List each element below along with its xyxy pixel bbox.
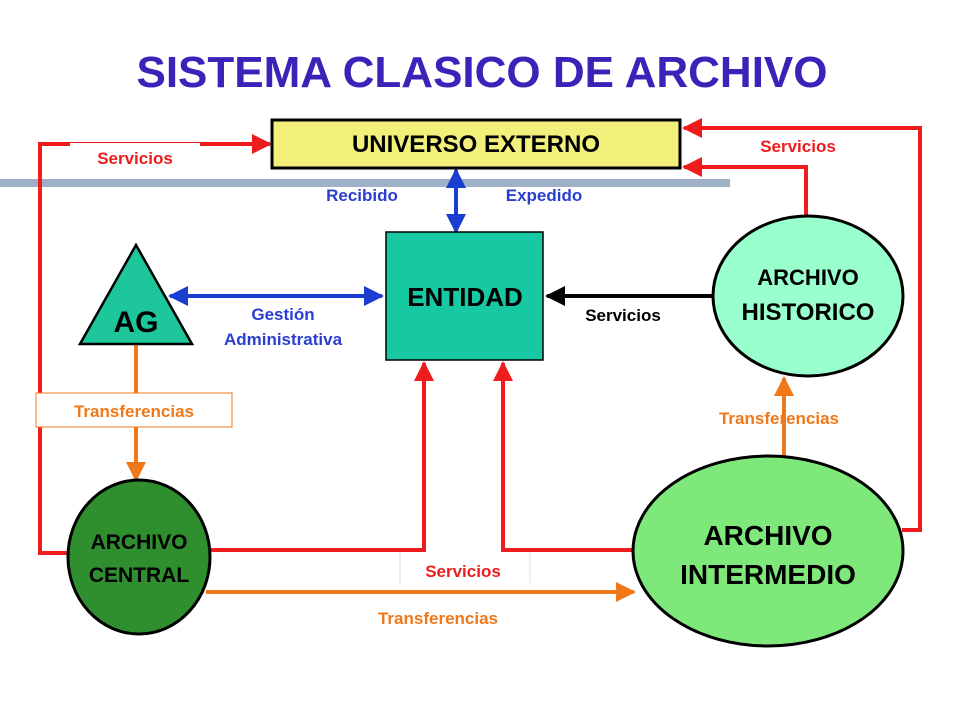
connector-historico-to-universo xyxy=(682,157,808,218)
label-servicios-left: Servicios xyxy=(97,149,173,168)
node-archivo-historico-label-1: ARCHIVO xyxy=(757,265,858,290)
node-ag-label: AG xyxy=(114,306,159,339)
node-universo-externo-label: UNIVERSO EXTERNO xyxy=(352,131,600,158)
label-bg-servicios-left xyxy=(70,143,200,171)
node-archivo-intermedio-label-1: ARCHIVO xyxy=(703,520,832,551)
node-entidad xyxy=(385,231,544,361)
label-gestion-2: Administrativa xyxy=(224,330,343,349)
label-expedido: Expedido xyxy=(506,186,583,205)
node-archivo-intermedio-label-2: INTERMEDIO xyxy=(680,559,856,590)
node-entidad-label: ENTIDAD xyxy=(407,282,523,312)
connector-intermedio-to-universo xyxy=(682,118,922,532)
connector-intermedio-to-entidad xyxy=(493,361,636,552)
label-transferencias-intermedio: Transferencias xyxy=(719,409,839,428)
label-transferencias-ag: Transferencias xyxy=(74,402,194,421)
label-servicios-right: Servicios xyxy=(760,137,836,156)
label-recibido: Recibido xyxy=(326,186,398,205)
node-archivo-central-label-2: CENTRAL xyxy=(89,564,189,587)
label-servicios-bottom: Servicios xyxy=(425,562,501,581)
label-servicios-historico: Servicios xyxy=(585,306,661,325)
node-archivo-historico-label-2: HISTORICO xyxy=(742,299,875,326)
node-archivo-central xyxy=(66,478,212,636)
node-universo-externo xyxy=(270,118,682,170)
node-ag xyxy=(77,242,195,346)
label-gestion-1: Gestión xyxy=(251,305,314,324)
node-archivo-historico xyxy=(711,214,905,378)
label-bg-servicios-bottom xyxy=(400,553,530,583)
diagram-title: SISTEMA CLASICO DE ARCHIVO xyxy=(136,48,827,97)
connector-central-to-entidad xyxy=(208,361,434,552)
node-archivo-intermedio xyxy=(631,454,905,648)
decorative-band xyxy=(0,179,730,187)
label-transferencias-bottom: Transferencias xyxy=(378,609,498,628)
label-box-transferencias-ag xyxy=(35,392,233,428)
node-archivo-central-label-1: ARCHIVO xyxy=(91,531,188,554)
